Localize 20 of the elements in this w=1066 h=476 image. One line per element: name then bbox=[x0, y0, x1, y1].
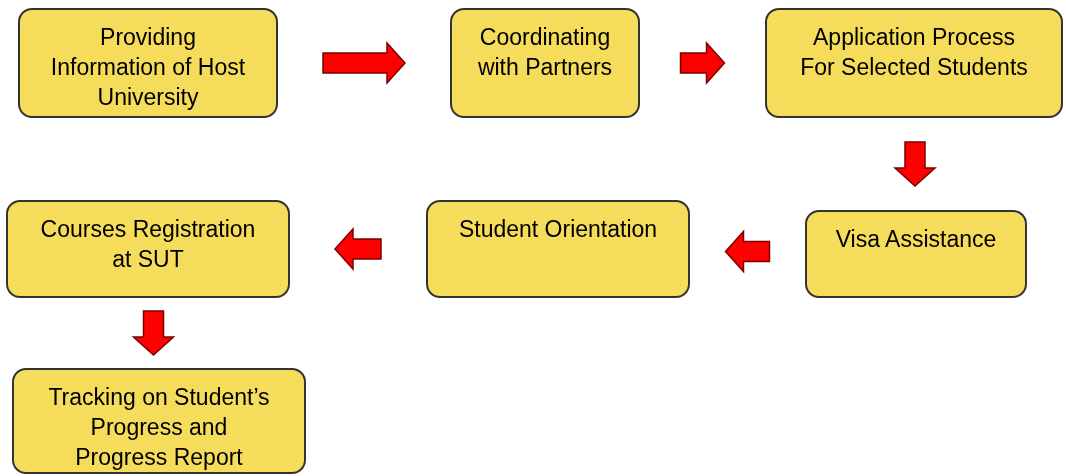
block-arrow bbox=[334, 227, 382, 271]
process-box bbox=[12, 368, 306, 474]
box-label: Tracking on Student’s Progress and Progress Report bbox=[47, 383, 271, 472]
process-box bbox=[426, 200, 690, 298]
box-label: Student Orientation bbox=[458, 215, 658, 244]
block-arrow bbox=[322, 41, 406, 85]
block-arrow bbox=[724, 229, 771, 274]
box-label: Providing Information of Host University bbox=[49, 23, 247, 112]
process-box bbox=[6, 200, 290, 298]
block-arrow bbox=[131, 310, 176, 356]
process-box bbox=[805, 210, 1027, 298]
box-label: Coordinating with Partners bbox=[476, 23, 614, 82]
box-label: Courses Registration at SUT bbox=[39, 215, 257, 274]
process-box bbox=[18, 8, 278, 118]
block-arrow bbox=[893, 141, 937, 187]
process-box bbox=[450, 8, 640, 118]
box-label: Application Process For Selected Students bbox=[799, 23, 1029, 82]
block-arrow bbox=[679, 41, 726, 85]
process-box bbox=[765, 8, 1063, 118]
box-label: Visa Assistance bbox=[835, 225, 997, 254]
